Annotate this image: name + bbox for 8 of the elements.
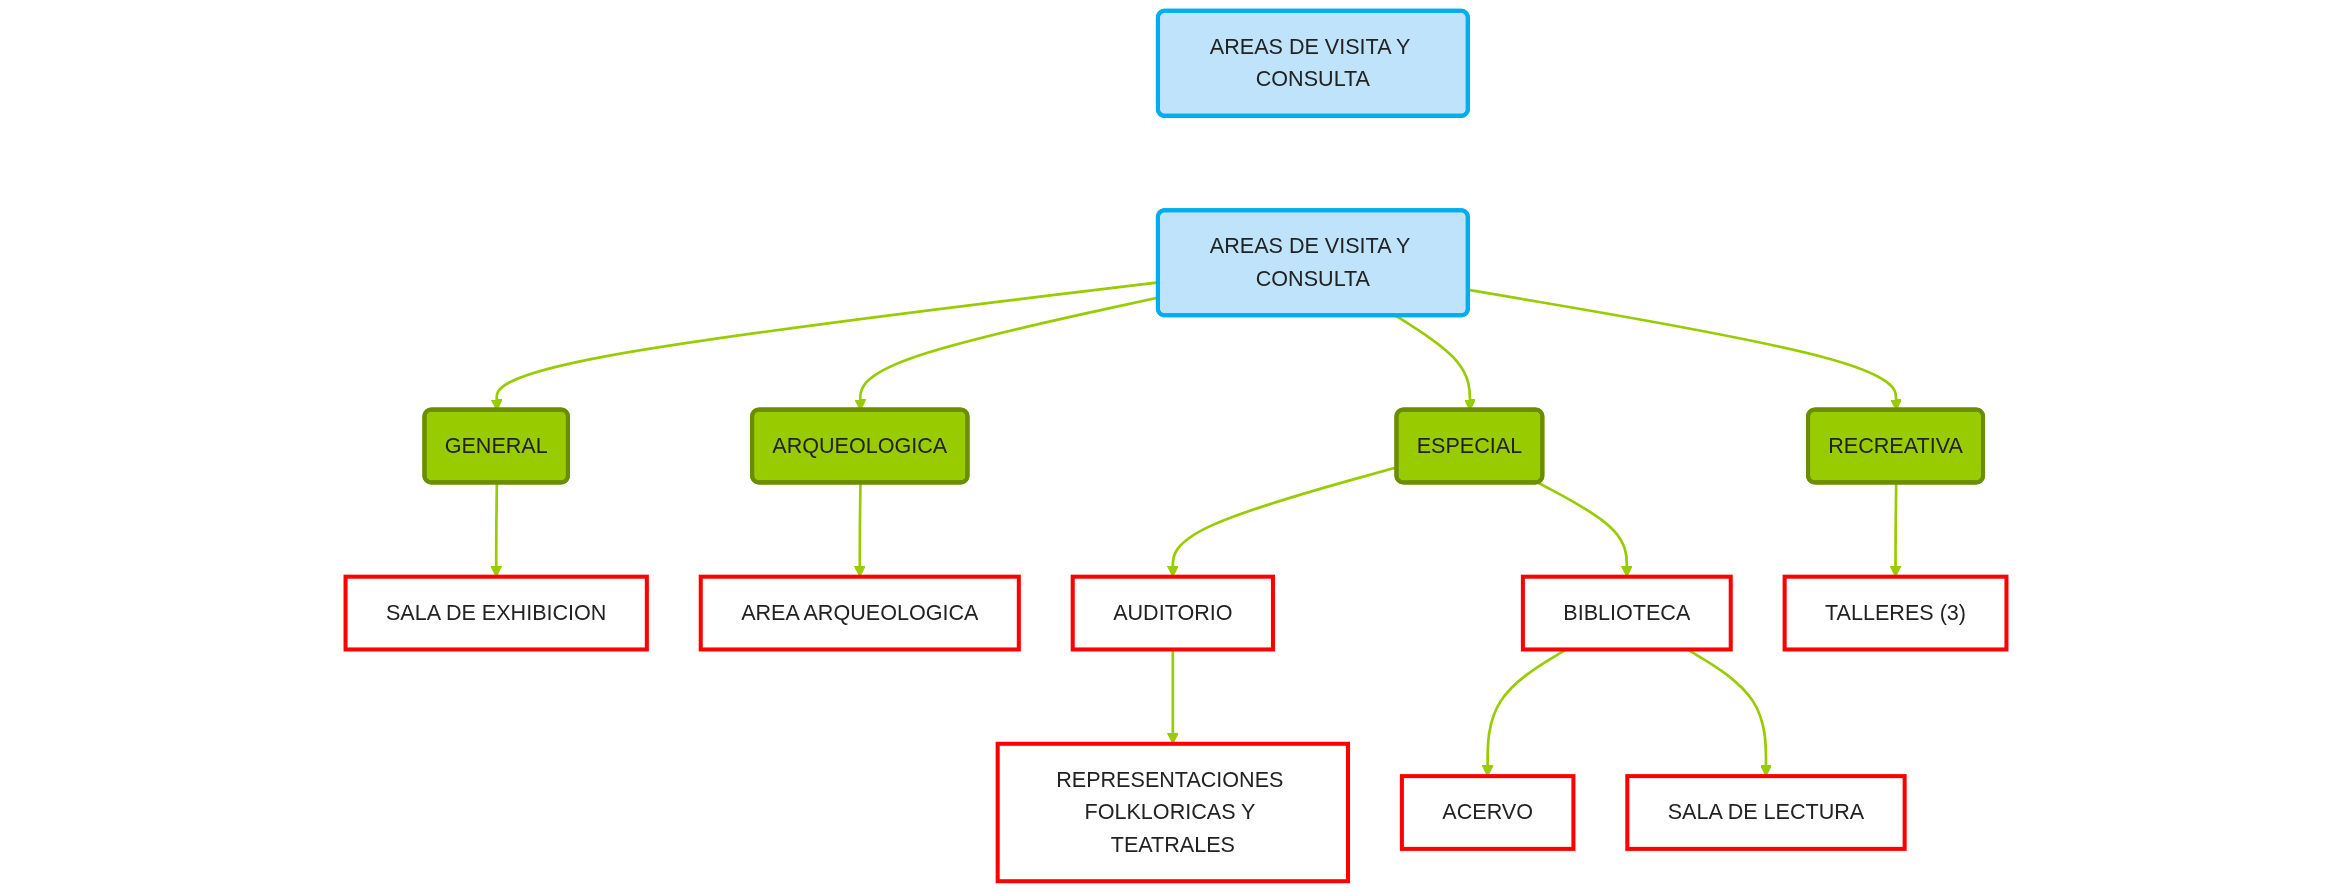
- node-box: AUDITORIO: [1070, 574, 1275, 652]
- node-box: TALLERES (3): [1782, 574, 2009, 652]
- node-box: SALA DE EXHIBICION: [343, 574, 649, 652]
- node-box: REPRESENTACIONES FOLKLORICAS Y TEATRALES: [995, 741, 1351, 884]
- node-box: AREA ARQUEOLOGICA: [698, 574, 1021, 652]
- node-box: BIBLIOTECA: [1520, 574, 1733, 652]
- node-box: ACERVO: [1399, 774, 1576, 851]
- node-box: SALA DE LECTURA: [1625, 774, 1907, 851]
